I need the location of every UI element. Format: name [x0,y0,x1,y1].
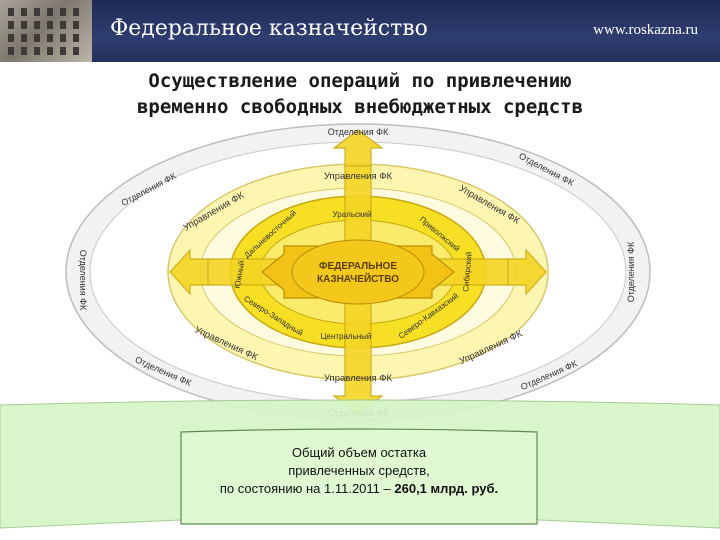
arrow-right [505,248,547,296]
building-window [73,34,79,42]
building-window [34,8,40,16]
building-window [8,21,14,29]
district-central: Центральный [321,332,372,341]
otdeleniya-top: Отделения ФК [328,127,389,137]
info-line2: привлеченных средств, [288,463,430,478]
building-window [47,34,53,42]
building-window [8,8,14,16]
building-window [34,21,40,29]
upravleniya-bottom: Управления ФК [324,373,393,384]
info-line1: Общий объем остатка [291,445,427,460]
building-window [21,34,27,42]
building-photo [0,0,92,62]
info-line3-prefix: по состоянию на 1.11.2011 – [219,481,395,496]
building-window [47,21,53,29]
center-emblem: ФЕДЕРАЛЬНОЕ КАЗНАЧЕЙСТВО [261,239,455,305]
building-window [21,21,27,29]
building-window [60,47,66,55]
building-window [8,47,14,55]
building-window [73,47,79,55]
slide-title-line1: Осуществление операций по привлечению [148,70,572,92]
district-siberian: Сибирский [461,251,473,292]
header-url[interactable]: www.roskazna.ru [593,22,698,38]
building-window [47,47,53,55]
building-window [21,8,27,16]
info-banner [0,399,720,529]
building-window [21,47,27,55]
building-window [73,21,79,29]
building-window [8,34,14,42]
building-window [73,8,79,16]
district-ural: Уральский [333,210,372,219]
header-title: Федеральное казначейство [110,16,428,41]
building-window [60,21,66,29]
info-line3: по состоянию на 1.11.2011 – 260,1 млрд. … [181,480,537,498]
slide-title-line2: временно свободных внебюджетных средств [136,96,584,118]
arrow-up [332,129,384,169]
center-label-1: ФЕДЕРАЛЬНОЕ [319,261,397,272]
info-box: Общий объем остатка привлеченных средств… [181,430,537,524]
upravleniya-top: Управления ФК [324,171,393,182]
building-window [60,34,66,42]
center-label-2: КАЗНАЧЕЙСТВО [317,272,399,285]
center-ellipse [291,239,425,305]
building-window [34,34,40,42]
building-window [60,8,66,16]
header-bar: Федеральное казначейство www.roskazna.ru [0,0,720,62]
banner-panel [180,428,538,525]
building-window [47,8,53,16]
arrow-left [169,248,211,296]
info-amount: 260,1 млрд. руб. [394,481,499,496]
otdeleniya-left: Отделения ФК [78,250,88,311]
otdeleniya-right: Отделения ФК [626,241,636,302]
building-window [34,47,40,55]
slide-title: Осуществление операций по привлечению вр… [0,68,720,120]
